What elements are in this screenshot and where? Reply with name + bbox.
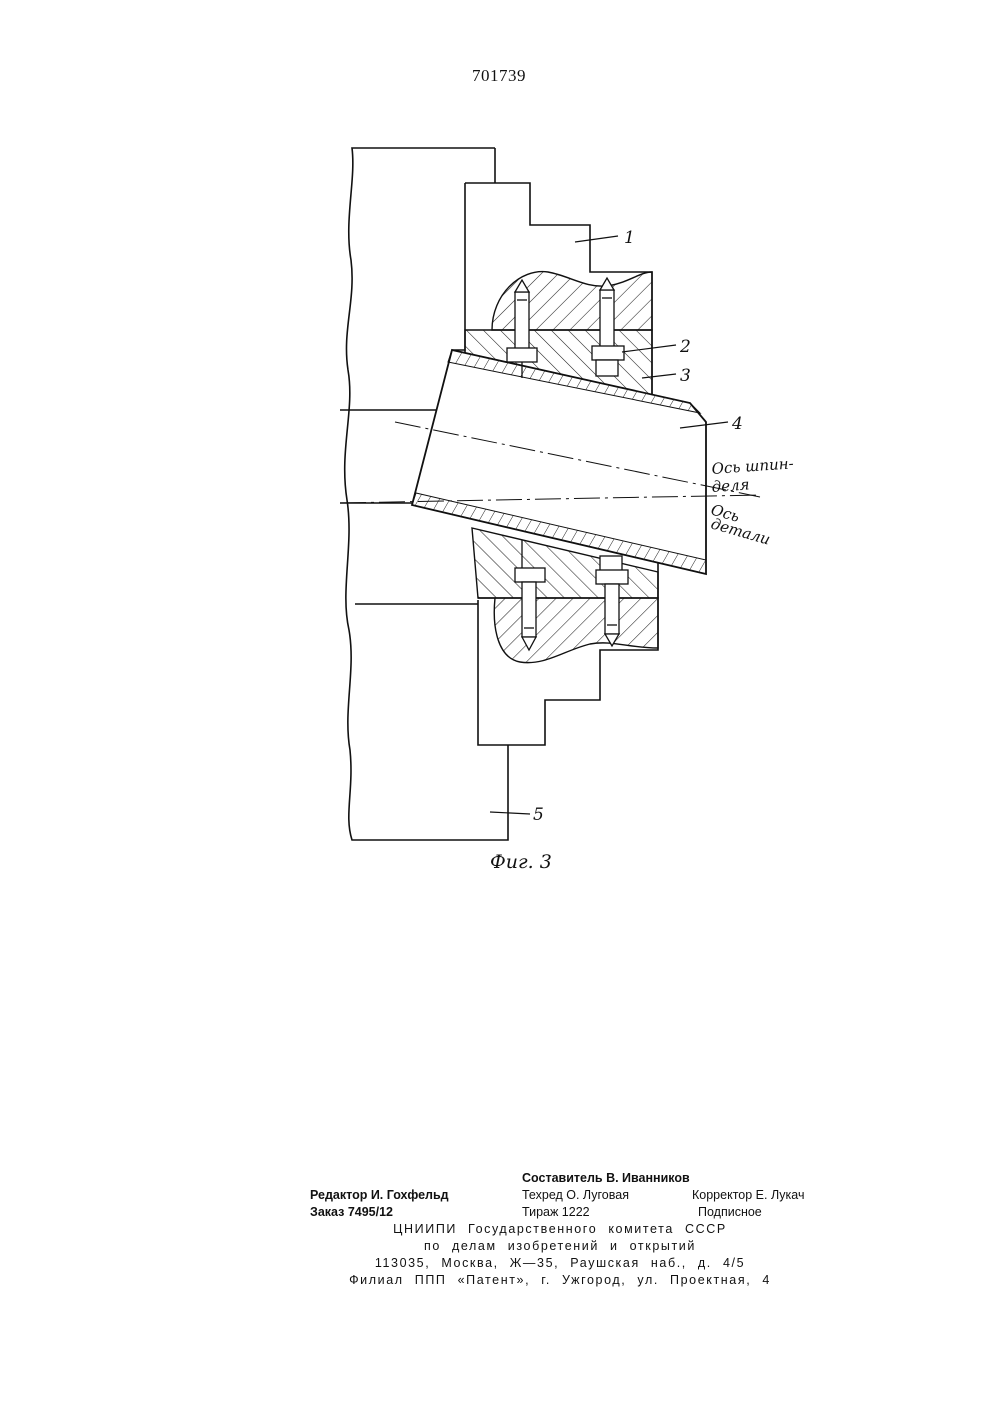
label-4: 4 <box>731 414 743 434</box>
spindle-axis-label-2: деля <box>711 475 750 496</box>
circulation: Тираж 1222 <box>522 1204 590 1221</box>
proofreader: Корректор Е. Лукач <box>692 1187 804 1204</box>
label-5: 5 <box>533 805 544 825</box>
figure-caption: Фиг. 3 <box>490 851 552 873</box>
technical-drawing: 1 2 3 4 5 Ось шпин- деля Ось детали Фиг.… <box>0 0 1000 1000</box>
spindle-axis-label-1: Ось шпин- <box>711 454 794 478</box>
address: 113035, Москва, Ж—35, Раушская наб., д. … <box>300 1255 820 1272</box>
subscription: Подписное <box>698 1204 762 1221</box>
org-line-2: по делам изобретений и открытий <box>300 1238 820 1255</box>
branch: Филиал ППП «Патент», г. Ужгород, ул. Про… <box>300 1272 820 1289</box>
order-number: Заказ 7495/12 <box>310 1204 393 1221</box>
label-1: 1 <box>624 228 635 248</box>
imprint-block: Составитель В. Иванников Редактор И. Гох… <box>300 1170 820 1289</box>
editor: Редактор И. Гохфельд <box>310 1187 449 1204</box>
org-line-1: ЦНИИПИ Государственного комитета СССР <box>300 1221 820 1238</box>
compiler: Составитель В. Иванников <box>522 1170 690 1187</box>
label-2: 2 <box>679 337 691 357</box>
part-axis-label-2: детали <box>709 515 772 549</box>
label-3: 3 <box>680 366 691 386</box>
tech-editor: Техред О. Луговая <box>522 1187 629 1204</box>
lower-section-hatch <box>478 598 658 663</box>
